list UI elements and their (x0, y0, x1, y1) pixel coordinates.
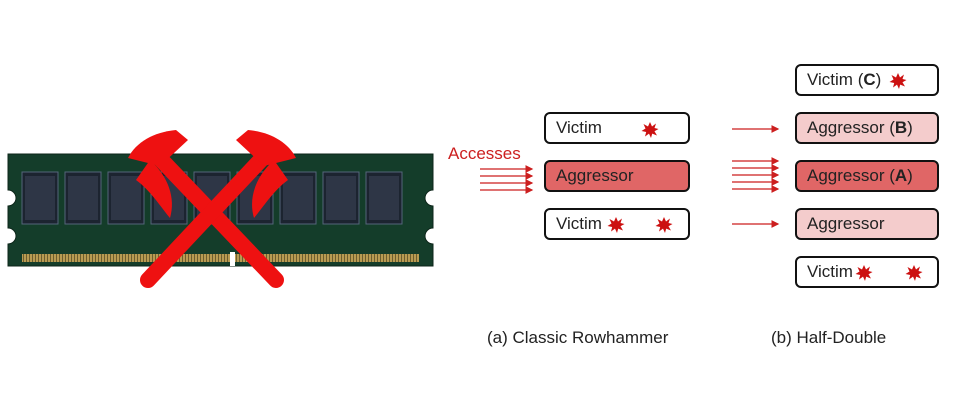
victim-c-prefix: Victim ( (807, 70, 864, 89)
half-double-victim-c: Victim (C) (795, 64, 939, 96)
caption-classic-rowhammer: (a) Classic Rowhammer (487, 328, 669, 347)
memory-chip-face (68, 176, 98, 220)
half-double-victim-bottom-label: Victim (807, 262, 853, 281)
bit-flip-burst-icon (889, 73, 907, 89)
aggressor-a-prefix: Aggressor ( (807, 166, 895, 185)
bit-flip-burst-icon (607, 217, 625, 233)
half-double-aggressor-b: Aggressor (B) (795, 112, 939, 144)
aggressor-b-suffix: ) (907, 118, 913, 137)
access-arrows-classic (480, 165, 534, 194)
memory-chip-face (25, 176, 55, 220)
aggressor-a-letter: A (894, 166, 908, 185)
bit-flip-burst-icon (855, 265, 873, 281)
dram-module-icon (7, 130, 434, 288)
aggressor-a-suffix: ) (907, 166, 913, 185)
accesses-label: Accesses (448, 144, 521, 163)
classic-victim-top-label: Victim (556, 118, 602, 137)
victim-c-letter: C (863, 70, 876, 89)
classic-aggressor-label: Aggressor (556, 166, 634, 185)
notch (230, 252, 235, 266)
half-double-aggressor-lower: Aggressor (795, 208, 939, 240)
classic-aggressor: Aggressor (544, 160, 690, 192)
half-double-aggressor-a: Aggressor (A) (795, 160, 939, 192)
bit-flip-burst-icon (655, 217, 673, 233)
half-double-victim-bottom: Victim (795, 256, 939, 288)
aggressor-lower-label: Aggressor (807, 214, 885, 233)
aggressor-b-letter: B (894, 118, 908, 137)
gold-contacts (22, 254, 419, 262)
hammer-right (140, 130, 296, 288)
victim-c-suffix: ) (875, 70, 882, 89)
memory-chip-face (283, 176, 313, 220)
bit-flip-burst-icon (641, 122, 659, 138)
access-arrows-half-double (732, 125, 780, 228)
classic-victim-top: Victim (544, 112, 690, 144)
memory-chip-face (369, 176, 399, 220)
caption-half-double: (b) Half-Double (771, 328, 887, 347)
crossed-hammers-icon (128, 130, 296, 288)
aggressor-b-prefix: Aggressor ( (807, 118, 895, 137)
memory-chip-face (111, 176, 141, 220)
classic-victim-bottom-label: Victim (556, 214, 602, 233)
memory-chip-face (326, 176, 356, 220)
bit-flip-burst-icon (905, 265, 923, 281)
